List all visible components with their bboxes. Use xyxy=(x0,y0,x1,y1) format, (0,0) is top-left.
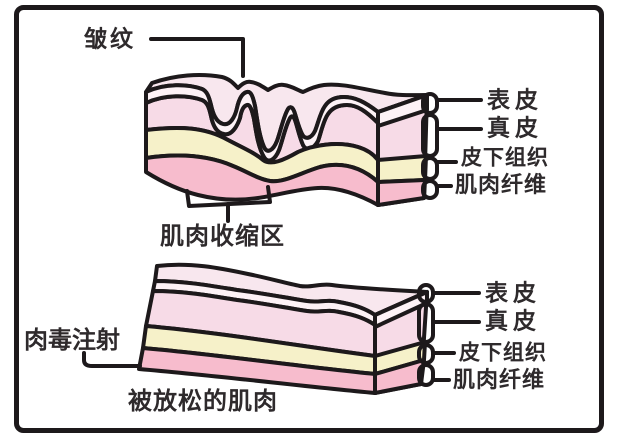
label-bottom-epidermis: 表皮 xyxy=(485,279,541,306)
label-relaxed-muscle: 被放松的肌肉 xyxy=(128,388,278,415)
bracket-bottom-muscle-fiber xyxy=(417,363,435,387)
label-top-dermis: 真皮 xyxy=(487,114,543,141)
botox-leader-line xyxy=(82,351,142,368)
side-face xyxy=(376,93,429,207)
label-bottom-dermis: 真皮 xyxy=(485,307,541,334)
frame-border xyxy=(14,5,604,433)
wrinkled-skin-block xyxy=(144,73,429,207)
label-top-muscle-fiber: 肌肉纤维 xyxy=(455,172,548,197)
label-wrinkles: 皱纹 xyxy=(84,25,136,52)
label-botox-injection: 肉毒注射 xyxy=(24,327,120,354)
side-subcutaneous xyxy=(376,154,428,184)
label-contraction-zone: 肌肉收缩区 xyxy=(160,223,285,250)
wrinkles-leader-line xyxy=(149,37,245,78)
annotation-lines xyxy=(82,37,483,387)
relaxed-skin-block xyxy=(137,262,429,395)
label-top-epidermis: 表皮 xyxy=(487,86,543,113)
side-muscle xyxy=(376,178,427,207)
label-bottom-muscle-fiber: 肌肉纤维 xyxy=(453,367,546,392)
label-top-subcutaneous: 皮下组织 xyxy=(461,146,549,170)
label-bottom-subcutaneous: 皮下组织 xyxy=(459,341,547,365)
bracket-top-muscle-fiber xyxy=(421,179,439,200)
